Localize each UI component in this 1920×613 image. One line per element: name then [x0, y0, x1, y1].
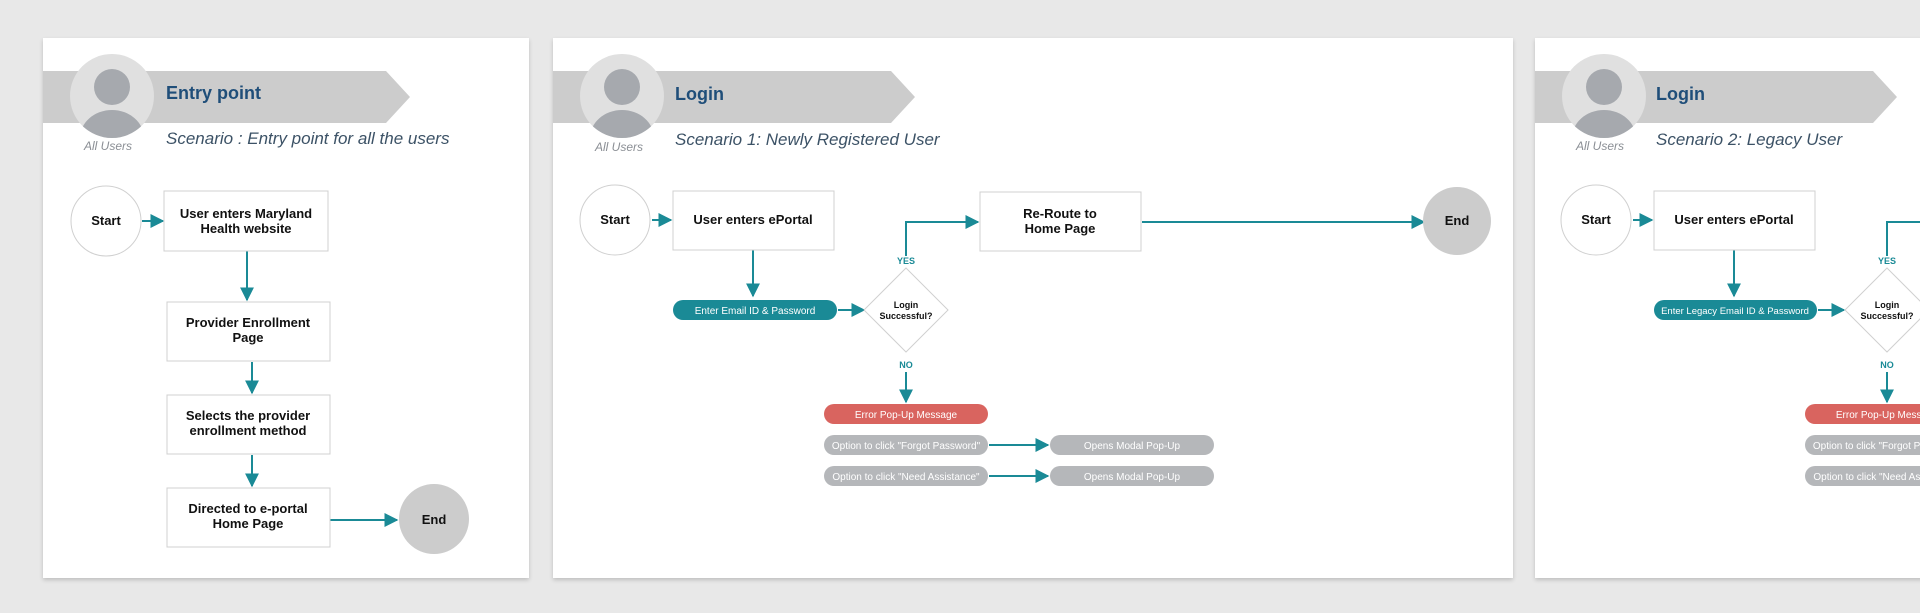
step-line: Provider Enrollment: [186, 315, 311, 330]
step-line: enrollment method: [189, 423, 306, 438]
start-node: Start: [1560, 184, 1632, 256]
decision-line: Successful?: [1860, 311, 1913, 321]
end-node: End: [1423, 187, 1491, 255]
entry-flowchart: Start User enters Maryland Health websit…: [70, 185, 469, 554]
error-popup-pill: Error Pop-Up Message: [1805, 404, 1920, 424]
card-title: Login: [675, 84, 724, 104]
step-line: Directed to e-portal: [188, 501, 307, 516]
need-assistance-pill: Option to click "Need Assistance": [1805, 466, 1920, 486]
step-line: Selects the provider: [186, 408, 310, 423]
step-line: User enters ePortal: [693, 212, 812, 227]
step-line: Health website: [200, 221, 291, 236]
legacy-email-password-pill: Enter Legacy Email ID & Password: [1654, 300, 1817, 320]
pill-label: Option to click "Forgot Password": [832, 441, 981, 452]
card-title: Entry point: [166, 83, 261, 103]
step-line: Home Page: [213, 516, 284, 531]
start-node: Start: [579, 184, 651, 256]
no-label: NO: [1880, 360, 1894, 370]
pill-label: Enter Email ID & Password: [695, 306, 816, 317]
login-scenario-2-card: All Users Login Scenario 2: Legacy User …: [1535, 38, 1920, 578]
legacy-login-flowchart: Start User enters ePortal Enter Legacy E…: [1560, 184, 1920, 486]
yes-label: YES: [1878, 256, 1896, 266]
need-assistance-pill: Option to click "Need Assistance": [824, 466, 988, 486]
login-decision-diamond: Login Successful?: [863, 267, 949, 353]
entry-point-card: All Users Entry point Scenario : Entry p…: [43, 38, 529, 578]
modal-popup-pill: Opens Modal Pop-Up: [1050, 466, 1214, 486]
pill-label: Option to click "Forgot Password": [1813, 441, 1920, 452]
scenario-label: Scenario 2: Legacy User: [1656, 130, 1843, 149]
role-label: All Users: [84, 139, 133, 153]
start-label: Start: [600, 212, 630, 227]
step-box-eportal: User enters ePortal: [672, 190, 835, 251]
step-line: User enters Maryland: [180, 206, 312, 221]
end-node: End: [399, 484, 469, 554]
card-title: Login: [1656, 84, 1705, 104]
login-flowchart: Start User enters ePortal Enter Email ID…: [579, 184, 1491, 486]
pill-label: Opens Modal Pop-Up: [1084, 441, 1181, 452]
pill-label: Option to click "Need Assistance": [832, 472, 980, 483]
step-box-eportal-home: Directed to e-portal Home Page: [166, 487, 331, 548]
error-popup-pill: Error Pop-Up Message: [824, 404, 988, 424]
decision-line: Login: [1875, 300, 1900, 310]
user-avatar-icon: [70, 54, 154, 138]
no-label: NO: [899, 360, 913, 370]
pill-label: Enter Legacy Email ID & Password: [1661, 306, 1809, 317]
step-line: Home Page: [1025, 221, 1096, 236]
step-line: User enters ePortal: [1674, 212, 1793, 227]
role-label: All Users: [595, 140, 644, 154]
connector-arrow: [905, 215, 980, 256]
end-label: End: [422, 512, 447, 527]
forgot-password-pill: Option to click "Forgot Password": [824, 435, 988, 455]
decision-line: Login: [894, 300, 919, 310]
pill-label: Option to click "Need Assistance": [1813, 472, 1920, 483]
pill-label: Opens Modal Pop-Up: [1084, 472, 1181, 483]
start-label: Start: [91, 213, 121, 228]
pill-label: Error Pop-Up Message: [855, 410, 958, 421]
scenario-label: Scenario : Entry point for all the users: [166, 129, 450, 148]
step-box-eportal: User enters ePortal: [1653, 190, 1816, 251]
user-avatar-icon: [580, 54, 664, 138]
email-password-pill: Enter Email ID & Password: [673, 300, 837, 320]
login-scenario-1-card: All Users Login Scenario 1: Newly Regist…: [553, 38, 1513, 578]
step-line: Page: [232, 330, 263, 345]
start-label: Start: [1581, 212, 1611, 227]
forgot-password-pill: Option to click "Forgot Password": [1805, 435, 1920, 455]
decision-line: Successful?: [879, 311, 932, 321]
end-label: End: [1445, 213, 1470, 228]
step-box-reroute: Re-Route to Home Page: [979, 191, 1142, 252]
pill-label: Error Pop-Up Message: [1836, 410, 1920, 421]
start-node: Start: [70, 185, 142, 257]
scenario-label: Scenario 1: Newly Registered User: [675, 130, 940, 149]
role-label: All Users: [1576, 139, 1625, 153]
login-decision-diamond: Login Successful?: [1844, 267, 1920, 353]
yes-label: YES: [897, 256, 915, 266]
connector-arrow: [1886, 221, 1920, 256]
modal-popup-pill: Opens Modal Pop-Up: [1050, 435, 1214, 455]
user-avatar-icon: [1562, 54, 1646, 138]
step-line: Re-Route to: [1023, 206, 1097, 221]
step-box-website: User enters Maryland Health website: [163, 190, 329, 252]
step-box-enrollment-page: Provider Enrollment Page: [166, 301, 331, 362]
step-box-enrollment-method: Selects the provider enrollment method: [166, 394, 331, 455]
